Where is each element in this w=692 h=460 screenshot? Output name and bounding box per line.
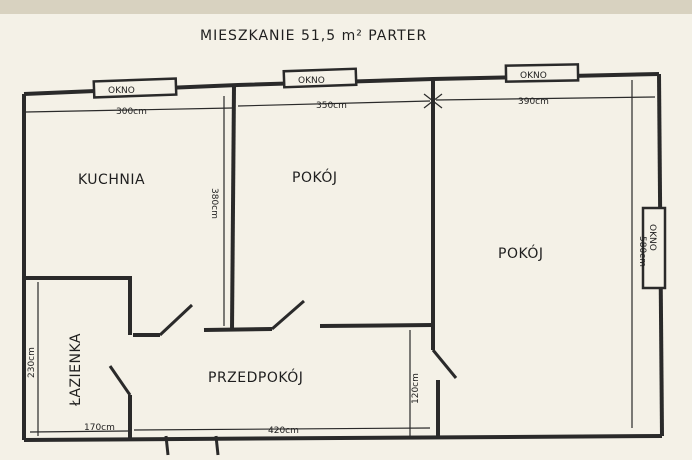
- window-1: OKNO: [92, 77, 178, 99]
- window-3-label: OKNO: [520, 71, 547, 81]
- dim-bath-height: 230cm: [27, 347, 37, 378]
- dim-line-top2: [237, 100, 431, 107]
- bathroom-door: [108, 365, 132, 396]
- doors: [108, 299, 458, 456]
- room-hallway-label: PRZEDPOKÓJ: [208, 368, 303, 386]
- dim-line-top3: [435, 96, 656, 101]
- window-3: OKNO: [504, 63, 580, 83]
- wall-kitchen-room1: [230, 85, 236, 331]
- room1-door: [271, 299, 305, 331]
- dim-height-right: 580cm: [637, 236, 647, 267]
- window-2-label: OKNO: [298, 76, 325, 86]
- dimension-labels: 300cm 350cm 390cm 380cm 580cm 230cm 170c…: [27, 97, 647, 436]
- window-4-label: OKNO: [647, 224, 657, 251]
- entrance-door-right: [214, 435, 220, 456]
- dim-line-bath-width: [29, 430, 129, 433]
- room-bathroom-label: ŁAZIENKA: [68, 333, 84, 407]
- dim-tick-b: [423, 93, 443, 109]
- window-4: OKNO: [641, 206, 667, 290]
- room2-door: [431, 349, 458, 379]
- dimension-lines: [25, 80, 656, 436]
- dim-line-top1: [25, 107, 233, 113]
- room-room1-label: POKÓJ: [292, 168, 338, 186]
- window-2: OKNO: [282, 67, 358, 89]
- dim-top3: 390cm: [518, 97, 549, 107]
- dim-top1: 300cm: [116, 107, 147, 117]
- kitchen-door: [158, 303, 194, 337]
- interior-walls: [24, 80, 440, 438]
- room-room2-label: POKÓJ: [498, 244, 544, 262]
- dim-hall-width: 420cm: [268, 426, 299, 436]
- dim-bath-width: 170cm: [84, 423, 115, 433]
- bottom-wall: [23, 434, 663, 442]
- dim-small: 120cm: [411, 373, 421, 404]
- entrance-door-left: [164, 435, 170, 456]
- dim-height-mid: 380cm: [209, 188, 219, 219]
- room1-bottom-wall: [319, 323, 434, 328]
- paper-shadow: [0, 0, 692, 14]
- window-1-label: OKNO: [108, 86, 135, 96]
- kitchen-room1-bottom-wall: [203, 327, 273, 332]
- plan-title: MIESZKANIE 51,5 m² PARTER: [200, 28, 427, 44]
- room-labels: KUCHNIA POKÓJ POKÓJ ŁAZIENKA PRZEDPOKÓJ: [68, 168, 544, 407]
- dim-top2: 350cm: [316, 101, 347, 111]
- dim-line-hall-width: [133, 427, 431, 431]
- room-kitchen-label: KUCHNIA: [78, 172, 145, 188]
